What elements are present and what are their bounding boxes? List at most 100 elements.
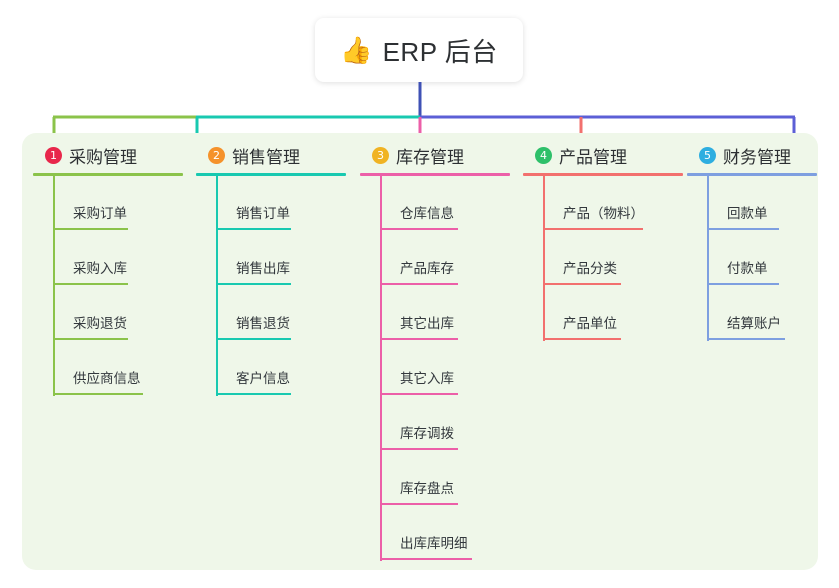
column-badge-4: 4 [535,146,552,164]
leaf-label: 产品（物料） [563,206,644,221]
root-title: ERP 后台 [382,36,498,67]
leaf-label: 回款单 [727,206,768,221]
diagram-panel [22,133,818,570]
leaf-rule [380,283,458,285]
leaf-node[interactable]: 库存盘点 [360,451,510,506]
leaf-label: 仓库信息 [400,206,454,221]
column-trunk-5 [707,176,709,341]
leaf-rule [216,338,291,340]
thumbs-up-icon: 👍 [340,35,373,65]
column-header-4[interactable]: 4 产品管理 [523,142,683,168]
leaf-rule [543,283,621,285]
column-header-5[interactable]: 5 财务管理 [687,142,817,168]
leaf-node[interactable]: 结算账户 [687,286,817,341]
column-trunk-3 [380,176,382,561]
column-badge-2: 2 [208,146,225,164]
leaf-node[interactable]: 产品单位 [523,286,683,341]
leaf-node[interactable]: 采购订单 [33,176,183,231]
column-trunk-1 [53,176,55,396]
column-trunk-4 [543,176,545,341]
column-header-3[interactable]: 3 库存管理 [360,142,510,168]
leaf-rule [53,228,128,230]
column-body-3: 仓库信息产品库存其它出库其它入库库存调拨库存盘点出库库明细 [360,176,510,561]
leaf-label: 库存调拨 [400,426,454,441]
leaf-node[interactable]: 销售出库 [196,231,346,286]
leaf-node[interactable]: 产品（物料） [523,176,683,231]
leaf-label: 客户信息 [236,371,290,386]
leaf-label: 结算账户 [727,316,781,331]
leaf-node[interactable]: 产品库存 [360,231,510,286]
leaf-label: 产品分类 [563,261,617,276]
column-underline-3 [360,173,510,176]
leaf-node[interactable]: 销售退货 [196,286,346,341]
leaf-node[interactable]: 销售订单 [196,176,346,231]
leaf-node[interactable]: 供应商信息 [33,341,183,396]
leaf-rule [380,448,458,450]
leaf-label: 其它入库 [400,371,454,386]
leaf-label: 采购退货 [73,316,127,331]
leaf-node[interactable]: 采购入库 [33,231,183,286]
column-title-3: 库存管理 [396,147,464,167]
leaf-rule [216,228,291,230]
leaf-rule [380,558,472,560]
leaf-rule [707,228,779,230]
leaf-rule [53,283,128,285]
leaf-label: 销售出库 [236,261,290,276]
leaf-label: 出库库明细 [400,536,468,551]
leaf-rule [380,338,458,340]
column-underline-4 [523,173,683,176]
leaf-label: 产品库存 [400,261,454,276]
leaf-rule [543,228,643,230]
leaf-node[interactable]: 其它出库 [360,286,510,341]
leaf-rule [216,283,291,285]
leaf-rule [543,338,621,340]
leaf-node[interactable]: 产品分类 [523,231,683,286]
leaf-label: 销售订单 [236,206,290,221]
leaf-rule [53,393,143,395]
column-title-5: 财务管理 [723,147,791,167]
leaf-node[interactable]: 回款单 [687,176,817,231]
leaf-node[interactable]: 库存调拨 [360,396,510,451]
leaf-label: 供应商信息 [73,371,141,386]
column-header-2[interactable]: 2 销售管理 [196,142,346,168]
column-body-2: 销售订单销售出库销售退货客户信息 [196,176,346,396]
column-badge-1: 1 [45,146,62,164]
leaf-rule [707,283,779,285]
leaf-label: 采购订单 [73,206,127,221]
column-badge-5: 5 [699,146,716,164]
leaf-rule [380,393,458,395]
leaf-rule [216,393,291,395]
column-underline-5 [687,173,817,176]
leaf-node[interactable]: 采购退货 [33,286,183,341]
leaf-label: 其它出库 [400,316,454,331]
column-body-5: 回款单付款单结算账户 [687,176,817,341]
column-underline-1 [33,173,183,176]
leaf-label: 采购入库 [73,261,127,276]
column-5: 5 财务管理回款单付款单结算账户 [687,142,817,341]
leaf-rule [707,338,785,340]
column-3: 3 库存管理仓库信息产品库存其它出库其它入库库存调拨库存盘点出库库明细 [360,142,510,561]
leaf-rule [53,338,128,340]
leaf-label: 付款单 [727,261,768,276]
column-title-2: 销售管理 [232,147,300,167]
leaf-rule [380,503,458,505]
column-badge-3: 3 [372,146,389,164]
column-body-4: 产品（物料） 产品分类产品单位 [523,176,683,341]
column-4: 4 产品管理产品（物料） 产品分类产品单位 [523,142,683,341]
leaf-node[interactable]: 仓库信息 [360,176,510,231]
column-underline-2 [196,173,346,176]
leaf-node[interactable]: 出库库明细 [360,506,510,561]
column-trunk-2 [216,176,218,396]
root-node[interactable]: 👍 ERP 后台 [315,18,523,82]
leaf-node[interactable]: 付款单 [687,231,817,286]
leaf-label: 库存盘点 [400,481,454,496]
column-title-4: 产品管理 [559,147,627,167]
column-2: 2 销售管理销售订单销售出库销售退货客户信息 [196,142,346,396]
leaf-node[interactable]: 客户信息 [196,341,346,396]
leaf-node[interactable]: 其它入库 [360,341,510,396]
leaf-label: 产品单位 [563,316,617,331]
leaf-label: 销售退货 [236,316,290,331]
